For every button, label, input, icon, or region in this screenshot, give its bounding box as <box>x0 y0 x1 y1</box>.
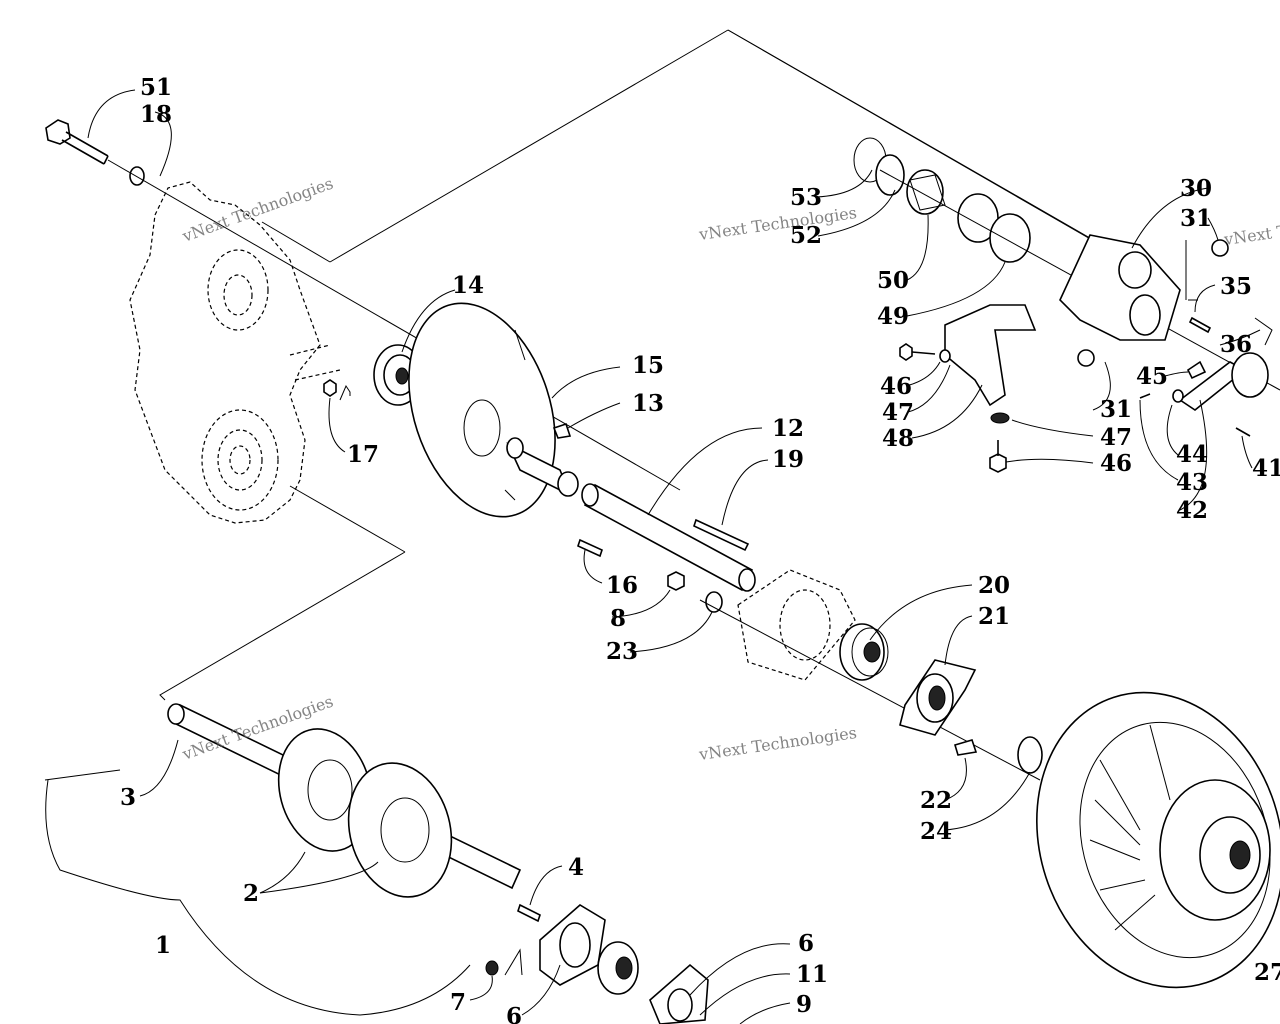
flange-21 <box>899 659 977 736</box>
part-44 <box>1172 389 1184 403</box>
label-24: 24 <box>920 818 952 845</box>
label-2: 2 <box>243 880 259 907</box>
label-9: 9 <box>796 991 812 1018</box>
label-4: 4 <box>568 854 584 881</box>
bushing-49 <box>957 193 1031 263</box>
label-45: 45 <box>1136 363 1168 390</box>
ball-31b <box>1077 349 1095 367</box>
axis-line-b <box>699 599 1041 781</box>
label-8: 8 <box>610 605 626 632</box>
label-22: 22 <box>920 787 952 814</box>
label-17: 17 <box>347 441 379 468</box>
washer-23 <box>705 591 723 613</box>
watermark-text-1: vNext Technologies <box>179 174 336 247</box>
axis-line-a <box>107 159 681 491</box>
bracket-48 <box>944 304 1037 407</box>
label-47-left: 47 <box>882 399 914 426</box>
flange-6 <box>539 904 606 986</box>
key-19 <box>693 518 750 552</box>
label-44: 44 <box>1176 441 1208 468</box>
label-46-right: 46 <box>1100 450 1132 477</box>
flange-11 <box>649 963 709 1024</box>
label-43: 43 <box>1176 469 1208 496</box>
pin-41 <box>1235 427 1251 437</box>
label-15: 15 <box>632 352 664 379</box>
label-51: 51 <box>140 74 172 101</box>
frame-boundary <box>159 29 1091 701</box>
bearing-plate <box>737 569 856 681</box>
leader-7-bracket <box>504 948 523 976</box>
housing-30 <box>1059 234 1181 341</box>
washer-24 <box>1017 736 1043 774</box>
label-6-right: 6 <box>798 930 814 957</box>
label-50: 50 <box>877 267 909 294</box>
label-13: 13 <box>632 390 664 417</box>
part-labels: 51 18 14 15 13 17 12 19 16 8 23 20 21 22… <box>120 74 1280 1024</box>
label-6-lower: 6 <box>506 1003 522 1024</box>
key-13 <box>552 422 572 439</box>
label-53: 53 <box>790 184 822 211</box>
label-14: 14 <box>452 272 484 299</box>
nut-17 <box>323 379 337 397</box>
label-31-bottom: 31 <box>1100 396 1132 423</box>
label-23: 23 <box>606 638 638 665</box>
washer-18 <box>129 166 145 186</box>
bushing-50 <box>906 169 946 215</box>
leader-lines <box>44 89 1261 1024</box>
label-49: 49 <box>877 303 909 330</box>
shaft-12 <box>581 483 756 592</box>
pin-43 <box>1139 393 1151 399</box>
label-46-left: 46 <box>880 373 912 400</box>
nut-8 <box>667 571 685 591</box>
label-31-top: 31 <box>1180 205 1212 232</box>
label-16: 16 <box>606 572 638 599</box>
label-30: 30 <box>1180 175 1212 202</box>
label-3: 3 <box>120 784 136 811</box>
watermark-text-5: vNext Technologies <box>1222 208 1280 249</box>
label-20: 20 <box>978 572 1010 599</box>
bolt-46a <box>899 343 936 361</box>
label-18: 18 <box>140 101 172 128</box>
splined-coupler <box>506 437 579 497</box>
part-45 <box>1186 360 1207 380</box>
label-42: 42 <box>1176 497 1208 524</box>
bolt-51 <box>45 119 109 165</box>
label-19: 19 <box>772 446 804 473</box>
label-47-right: 47 <box>1100 424 1132 451</box>
watermark-text-3: vNext Technologies <box>697 723 858 764</box>
watermark-text-2: vNext Technologies <box>697 203 858 244</box>
lever-42 <box>1178 352 1269 411</box>
label-35: 35 <box>1220 273 1252 300</box>
sprocket-2b <box>347 762 453 898</box>
bolt-46b <box>989 440 1007 473</box>
screw-16 <box>577 538 603 558</box>
washer-47a <box>939 349 951 363</box>
gearcase <box>129 181 341 524</box>
washer-47b <box>990 412 1010 424</box>
screw-22 <box>954 739 978 756</box>
pin-35 <box>1188 316 1212 334</box>
label-21: 21 <box>978 603 1010 630</box>
ball-31a <box>1211 239 1229 257</box>
brake-disc-15 <box>408 302 556 518</box>
label-52: 52 <box>790 222 822 249</box>
label-27: 27- <box>1254 959 1280 986</box>
label-7: 7 <box>450 989 466 1016</box>
label-11: 11 <box>796 961 828 988</box>
leader-17-bracket <box>339 384 351 401</box>
label-1: 1 <box>155 932 171 959</box>
clip-36 <box>1254 317 1273 346</box>
bearing-20 <box>839 623 889 681</box>
screw-7 <box>485 960 499 976</box>
label-48: 48 <box>882 425 914 452</box>
bearing-6 <box>597 941 639 995</box>
label-12: 12 <box>772 415 804 442</box>
label-36: 36 <box>1220 331 1252 358</box>
driven-clutch <box>1036 691 1280 989</box>
screw-4 <box>517 903 541 923</box>
label-41: 41 <box>1252 455 1280 482</box>
